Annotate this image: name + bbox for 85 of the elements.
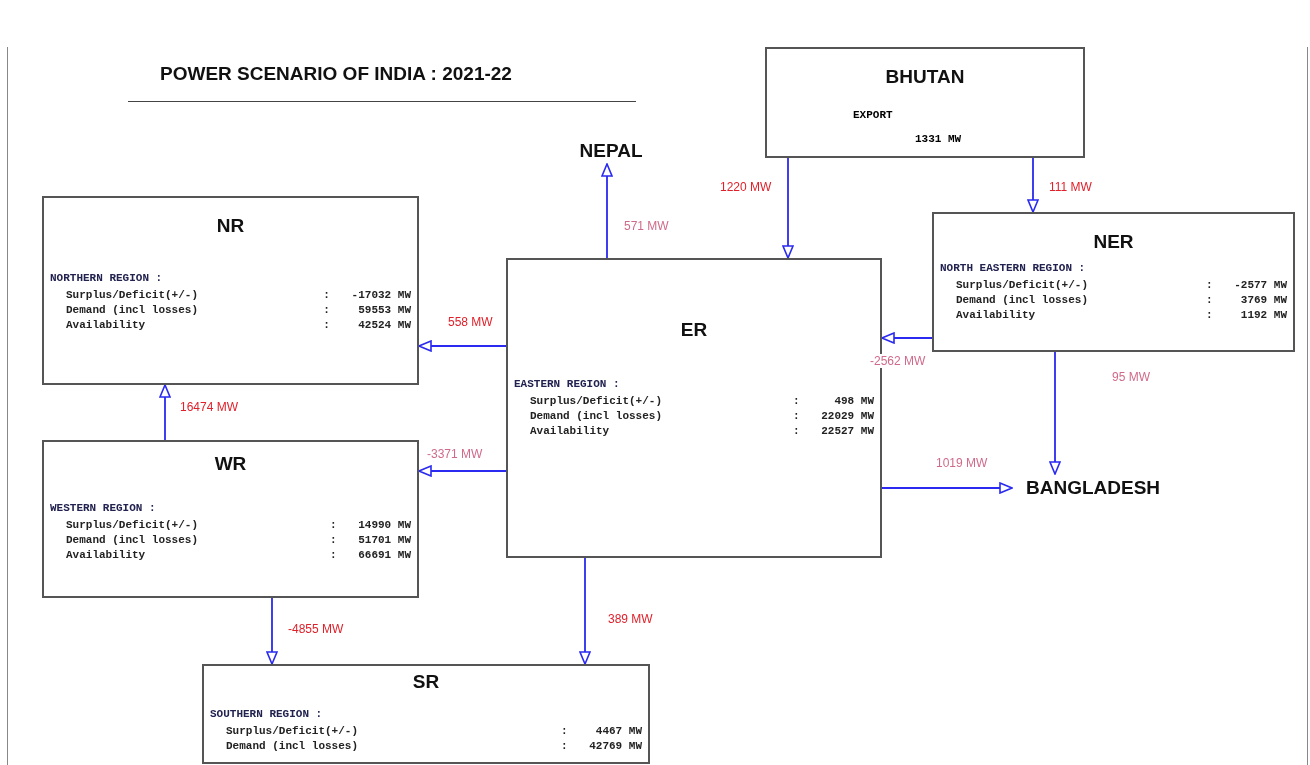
row-label: Demand (incl losses)	[66, 533, 200, 548]
row-label: Surplus/Deficit(+/-)	[66, 518, 200, 533]
edge-label: 1019 MW	[934, 456, 990, 470]
separator-colon: :	[791, 394, 801, 409]
separator-colon: :	[559, 739, 569, 754]
row-value: 51701 MW	[358, 533, 411, 548]
country-name: NEPAL	[566, 138, 656, 164]
export-label: EXPORT	[853, 109, 893, 121]
separator-colon: :	[328, 548, 338, 563]
region-title: SR	[412, 670, 440, 694]
region-title: ER	[680, 318, 708, 342]
row-value: 22527 MW	[821, 424, 874, 439]
diagram-title: POWER SCENARIO OF INDIA : 2021-22	[160, 62, 512, 86]
edge-label: 95 MW	[1110, 370, 1152, 384]
row-value: 14990 MW	[358, 518, 411, 533]
region-box	[42, 196, 419, 385]
row-label: Availability	[530, 424, 611, 439]
country-title: BHUTAN	[885, 65, 965, 89]
separator-colon: :	[322, 288, 331, 303]
separator-colon: :	[322, 303, 331, 318]
edge-label: -3371 MW	[425, 447, 485, 461]
row-label: Availability	[956, 308, 1037, 323]
region-title: NER	[1093, 230, 1134, 254]
row-value: 59553 MW	[357, 303, 411, 318]
region-box	[42, 440, 419, 598]
row-value: -17032 MW	[351, 288, 411, 303]
row-value: 4467 MW	[594, 724, 642, 739]
flow-arrow	[418, 340, 507, 352]
edge-label: -2562 MW	[868, 354, 928, 368]
row-label: Surplus/Deficit(+/-)	[956, 278, 1090, 293]
separator-colon: :	[791, 424, 801, 439]
row-label: Surplus/Deficit(+/-)	[66, 288, 200, 303]
edge-label: 111 MW	[1047, 180, 1094, 194]
region-box	[932, 212, 1295, 352]
row-value: 3769 MW	[1239, 293, 1287, 308]
separator-colon: :	[322, 318, 331, 333]
row-value: 42769 MW	[589, 739, 642, 754]
row-value: 42524 MW	[357, 318, 411, 333]
region-heading: SOUTHERN REGION :	[210, 708, 323, 720]
region-heading: WESTERN REGION :	[50, 502, 156, 514]
region-heading: NORTH EASTERN REGION :	[940, 262, 1086, 274]
flow-arrow	[881, 332, 933, 344]
separator-colon: :	[1204, 308, 1214, 323]
flow-arrow	[782, 157, 794, 259]
region-title: WR	[214, 452, 247, 476]
edge-label: -4855 MW	[286, 622, 346, 636]
row-value: 22029 MW	[821, 409, 874, 424]
flow-arrow	[881, 482, 1013, 494]
country-box	[765, 47, 1085, 158]
row-label: Availability	[66, 548, 147, 563]
row-label: Surplus/Deficit(+/-)	[530, 394, 664, 409]
separator-colon: :	[1204, 293, 1214, 308]
row-value: 498 MW	[833, 394, 874, 409]
flow-arrow	[266, 597, 278, 665]
row-label: Availability	[66, 318, 147, 333]
edge-label: 389 MW	[606, 612, 655, 626]
edge-label: 1220 MW	[718, 180, 774, 194]
row-label: Demand (incl losses)	[226, 739, 360, 754]
region-heading: EASTERN REGION :	[514, 378, 620, 390]
flow-arrow	[1027, 157, 1039, 213]
separator-colon: :	[559, 724, 569, 739]
separator-colon: :	[791, 409, 801, 424]
flow-arrow	[159, 384, 171, 441]
row-value: 66691 MW	[358, 548, 411, 563]
row-value: -2577 MW	[1234, 278, 1287, 293]
flow-arrow	[579, 557, 591, 665]
flow-arrow	[601, 163, 613, 259]
export-value: 1331 MW	[915, 133, 962, 145]
edge-label: 571 MW	[622, 219, 671, 233]
region-title: NR	[216, 214, 245, 238]
row-label: Demand (incl losses)	[530, 409, 664, 424]
row-label: Surplus/Deficit(+/-)	[226, 724, 360, 739]
separator-colon: :	[1204, 278, 1214, 293]
region-heading: NORTHERN REGION :	[50, 272, 163, 284]
flow-arrow	[418, 465, 507, 477]
country-name: BANGLADESH	[1012, 474, 1174, 502]
edge-label: 16474 MW	[178, 400, 241, 414]
flow-arrow	[1049, 351, 1061, 475]
row-label: Demand (incl losses)	[956, 293, 1090, 308]
separator-colon: :	[328, 518, 338, 533]
row-label: Demand (incl losses)	[66, 303, 200, 318]
region-box	[202, 664, 650, 764]
row-value: 1192 MW	[1239, 308, 1287, 323]
separator-colon: :	[328, 533, 338, 548]
edge-label: 558 MW	[446, 315, 495, 329]
